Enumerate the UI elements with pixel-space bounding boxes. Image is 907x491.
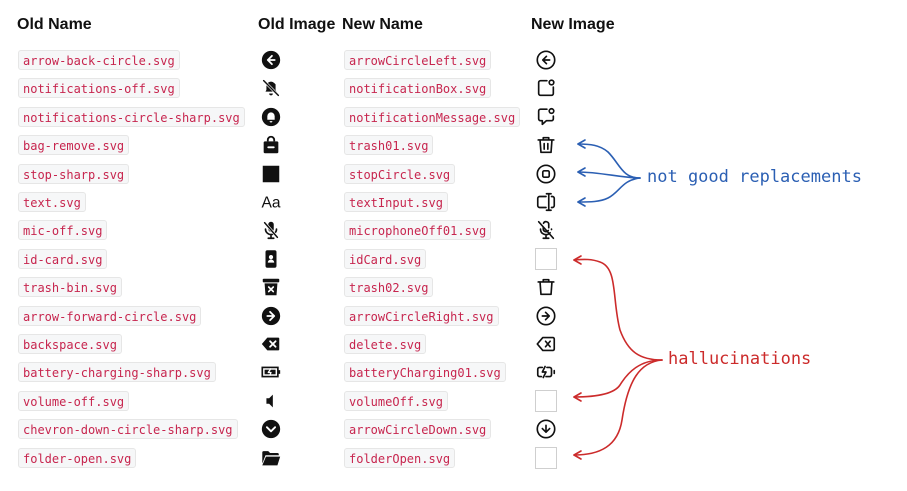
notification-message-icon <box>535 106 557 128</box>
old-name-cell: text.svg <box>18 192 86 212</box>
backspace-icon <box>260 333 282 355</box>
old-name-cell: mic-off.svg <box>18 220 108 241</box>
notification-box-icon <box>535 77 557 99</box>
header-old-image: Old Image <box>258 16 336 33</box>
header-old-name: Old Name <box>17 16 92 33</box>
annotation-not-good-replacements: not good replacements <box>647 167 862 187</box>
new-name-cell: folderOpen.svg <box>344 447 456 468</box>
missing-image-icon <box>535 247 557 270</box>
old-name-cell: notifications-circle-sharp.svg <box>18 106 245 127</box>
arrow-circle-left-icon <box>535 49 557 71</box>
bag-remove-icon <box>260 134 282 156</box>
new-name-cell: idCard.svg <box>344 248 427 269</box>
header-new-name: New Name <box>342 16 423 33</box>
arrow-back-circle-icon <box>260 49 282 71</box>
old-name-cell: battery-charging-sharp.svg <box>18 362 216 383</box>
battery-charging-outline-icon <box>535 361 557 383</box>
new-name-cell: delete.svg <box>344 334 427 354</box>
old-name-cell: trash-bin.svg <box>18 277 122 298</box>
new-name-cell: arrowCircleLeft.svg <box>344 50 492 70</box>
microphone-off-icon <box>535 219 557 241</box>
new-name-cell: batteryCharging01.svg <box>344 362 506 383</box>
new-name-cell: arrowCircleDown.svg <box>344 419 492 440</box>
old-name-cell: folder-open.svg <box>18 447 137 468</box>
svg-text:Aa: Aa <box>261 195 280 212</box>
delete-icon <box>535 333 557 355</box>
stop-circle-icon <box>535 163 557 185</box>
new-name-cell: trash02.svg <box>344 277 434 298</box>
arrow-circle-down-icon <box>535 418 557 440</box>
old-name-cell: id-card.svg <box>18 248 108 269</box>
new-name-cell: microphoneOff01.svg <box>344 220 492 241</box>
notifications-off-icon <box>260 77 282 99</box>
chevron-down-circle-icon <box>260 418 282 440</box>
text-input-icon <box>535 191 557 213</box>
old-name-cell: volume-off.svg <box>18 390 130 411</box>
arrow-circle-right-icon <box>535 305 557 327</box>
missing-image-icon <box>535 389 557 412</box>
trash-icon <box>535 134 557 156</box>
mic-off-icon <box>260 219 282 241</box>
blue-arrows <box>577 139 641 207</box>
old-name-cell: backspace.svg <box>18 334 122 354</box>
new-name-cell: stopCircle.svg <box>344 163 456 184</box>
old-name-cell: notifications-off.svg <box>18 78 180 99</box>
missing-image-icon <box>535 446 557 469</box>
stop-icon <box>260 163 282 185</box>
old-name-cell: bag-remove.svg <box>18 135 130 156</box>
new-name-cell: notificationBox.svg <box>344 78 492 99</box>
folder-open-icon <box>260 447 282 469</box>
annotation-hallucinations: hallucinations <box>668 349 812 369</box>
new-name-cell: trash01.svg <box>344 135 434 156</box>
new-name-cell: textInput.svg <box>344 192 448 212</box>
red-arrows <box>573 255 663 460</box>
old-name-cell: arrow-forward-circle.svg <box>18 305 202 326</box>
header-new-image: New Image <box>531 16 615 33</box>
trash-bin-icon <box>260 276 282 298</box>
arrow-forward-circle-icon <box>260 305 282 327</box>
new-name-cell: arrowCircleRight.svg <box>344 305 499 326</box>
volume-off-icon <box>260 390 282 412</box>
battery-charging-icon <box>260 361 282 383</box>
text-icon: Aa <box>260 191 282 213</box>
new-name-cell: notificationMessage.svg <box>344 106 521 127</box>
old-name-cell: arrow-back-circle.svg <box>18 50 180 70</box>
trash-outline-icon <box>535 276 557 298</box>
old-name-cell: stop-sharp.svg <box>18 163 130 184</box>
notifications-circle-icon <box>260 106 282 128</box>
new-name-cell: volumeOff.svg <box>344 390 448 411</box>
old-name-cell: chevron-down-circle-sharp.svg <box>18 419 238 440</box>
id-card-icon <box>260 248 282 270</box>
